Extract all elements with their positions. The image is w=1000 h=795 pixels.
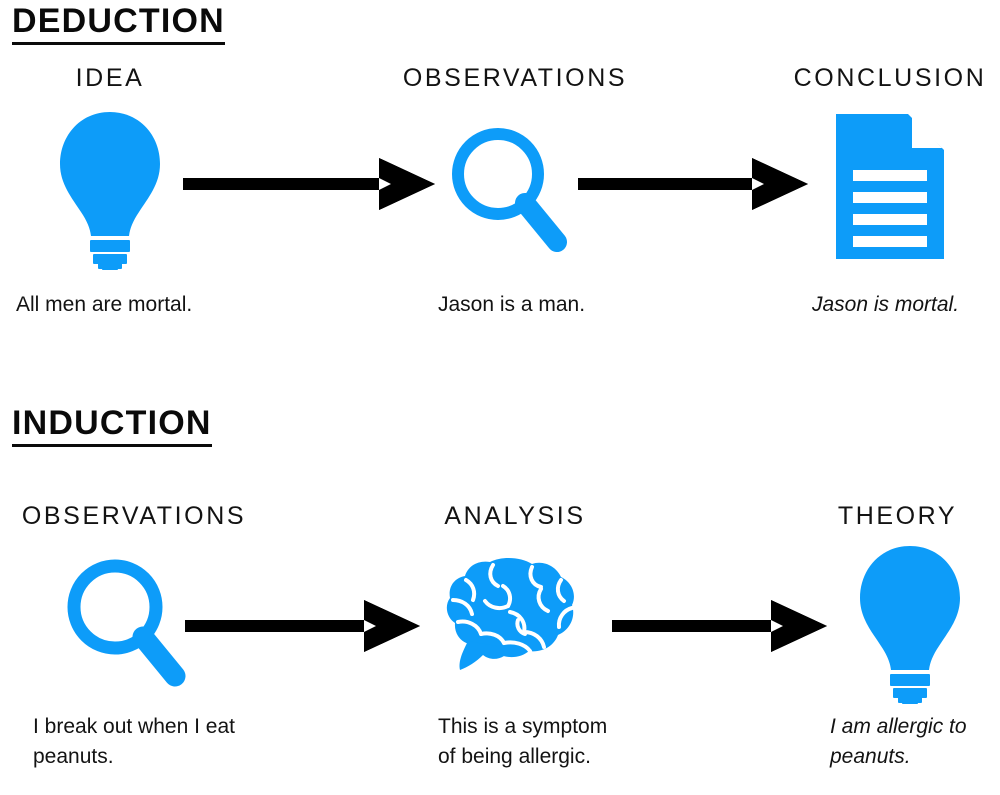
step-caption-observations-induction: I break out when I eat peanuts. <box>33 715 235 768</box>
section-title-deduction-text: DEDUCTION <box>12 4 225 45</box>
step-caption-theory: I am allergic to peanuts. <box>830 715 967 768</box>
step-header-observations: OBSERVATIONS <box>402 64 628 92</box>
section-title-deduction: DEDUCTION <box>12 4 225 45</box>
arrow-right-icon <box>185 600 420 652</box>
step-caption-idea: All men are mortal. <box>16 293 193 316</box>
section-title-induction-text: INDUCTION <box>12 406 212 447</box>
section-title-induction: INDUCTION <box>12 406 212 447</box>
magnifier-icon <box>67 559 186 687</box>
arrow-right-icon <box>183 158 435 210</box>
lightbulb-icon <box>860 546 960 704</box>
step-header-observations-induction: OBSERVATIONS <box>21 502 247 530</box>
magnifier-icon <box>452 128 567 252</box>
step-header-conclusion: CONCLUSION <box>793 64 987 92</box>
step-header-analysis: ANALYSIS <box>444 502 586 530</box>
document-icon <box>836 114 944 259</box>
step-caption-analysis: This is a symptom of being allergic. <box>438 715 608 768</box>
step-header-theory: THEORY <box>837 502 958 530</box>
step-caption-conclusion: Jason is mortal. <box>812 293 960 316</box>
step-header-idea: IDEA <box>75 64 145 92</box>
arrow-right-icon <box>612 600 827 652</box>
step-caption-observations: Jason is a man. <box>438 293 586 316</box>
brain-icon <box>446 558 574 670</box>
lightbulb-icon <box>60 112 160 270</box>
arrow-right-icon <box>578 158 808 210</box>
